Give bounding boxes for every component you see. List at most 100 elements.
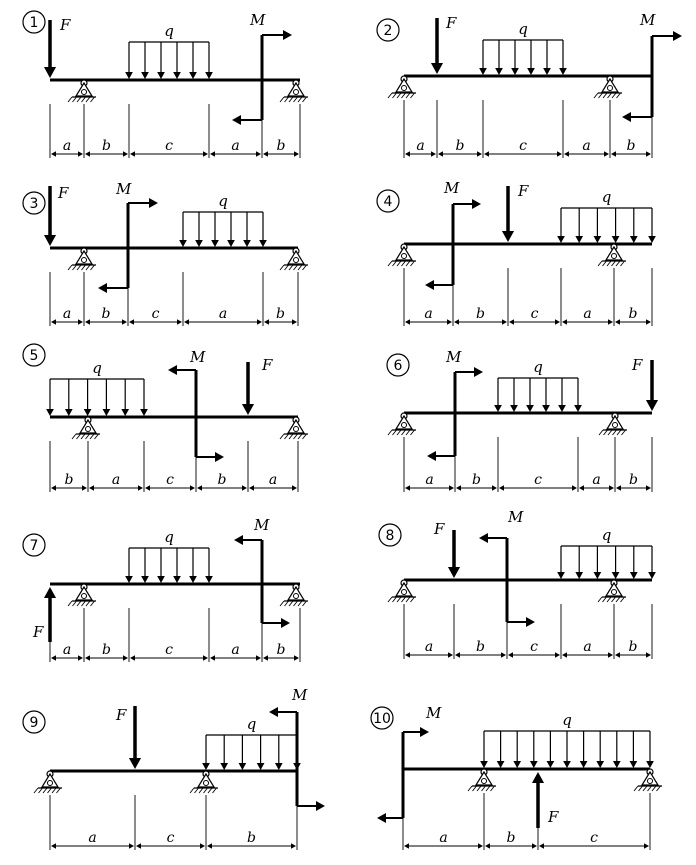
dimension-arrow (539, 843, 544, 849)
load-arrow-head (596, 761, 605, 768)
force-label: F (631, 356, 643, 374)
pin-support (598, 412, 627, 436)
dimension-arrow (644, 843, 649, 849)
dimension-arrow (130, 151, 135, 157)
load-arrow-head (189, 72, 197, 79)
dimension-arrow (263, 655, 268, 661)
pin-support (189, 770, 218, 794)
pin-support (67, 79, 96, 103)
distributed-load: q (494, 358, 582, 412)
load-arrow-head (559, 68, 567, 75)
force-arrow-head (128, 758, 142, 769)
support-pin (647, 778, 653, 784)
dimension-arrow (562, 652, 567, 658)
scheme-number-circle (370, 706, 394, 730)
support-pin (293, 89, 299, 95)
support-pin (47, 780, 53, 786)
dimension-arrow (51, 151, 56, 157)
support-hatch (85, 96, 91, 103)
load-arrow-head (121, 409, 130, 416)
support-hatch (90, 600, 95, 607)
dimension-arrow (85, 319, 90, 325)
dimension-label: b (629, 306, 638, 322)
load-arrow-head (173, 72, 181, 79)
support-hatch (633, 785, 639, 792)
dimension-label: c (530, 639, 538, 655)
moment-bottom-head (232, 115, 241, 125)
dimension-arrow (203, 655, 208, 661)
scheme-number: 5 (30, 348, 39, 364)
support-hatch (67, 96, 73, 103)
dimension-arrow (477, 151, 482, 157)
dimension-label: c (165, 642, 173, 658)
pin-support (279, 247, 308, 271)
support-hatch (387, 429, 393, 436)
support-hatch (405, 92, 411, 99)
support-pin (481, 778, 487, 784)
load-arrow-head (479, 68, 487, 75)
dimension-arrow (404, 843, 409, 849)
support-hatch (598, 92, 603, 99)
load-arrow-head (256, 763, 265, 770)
support-hatch (76, 600, 82, 607)
support-hatch (611, 92, 617, 99)
support-hatch (293, 264, 298, 271)
load-arrow-head (593, 572, 602, 579)
support-hatch (94, 433, 99, 440)
support-hatch (410, 429, 415, 436)
dimension-arrow (82, 485, 87, 491)
dimension-label: a (425, 639, 433, 655)
dimension-arrow (177, 319, 182, 325)
support-hatch (288, 96, 294, 103)
force-arrow-head (645, 400, 659, 411)
support-hatch (485, 785, 491, 792)
moment-label: M (249, 11, 266, 29)
load-arrow-head (612, 761, 621, 768)
load-arrow-head (629, 236, 638, 243)
support-hatch (387, 260, 393, 267)
dimension-arrow (292, 319, 297, 325)
dimension-arrow (123, 655, 128, 661)
pin-support (597, 243, 626, 267)
force-arrow-head (447, 567, 461, 578)
dimension-arrow (478, 843, 483, 849)
dimension-arrow (145, 485, 150, 491)
dimension-arrow (405, 319, 410, 325)
moment-couple: M (234, 516, 290, 628)
dimension-arrow (564, 151, 569, 157)
dimension-arrow (291, 843, 296, 849)
dimension-label: a (219, 306, 227, 322)
dimension-arrow (89, 485, 94, 491)
force-label: F (517, 182, 529, 200)
load-arrow-head (646, 761, 654, 768)
dimension-arrow (611, 151, 616, 157)
support-hatch (392, 429, 397, 436)
support-hatch (607, 92, 612, 99)
moment-label: M (189, 348, 206, 366)
moment-bottom-head (215, 452, 224, 462)
pin-support (71, 416, 100, 440)
load-arrow-head (527, 68, 535, 75)
dimension-label: c (534, 472, 542, 488)
support-hatch (72, 600, 77, 607)
support-hatch (293, 600, 298, 607)
dimension-arrow (292, 485, 297, 491)
dimension-arrow (532, 843, 537, 849)
load-arrow-head (102, 409, 111, 416)
support-hatch (302, 264, 307, 271)
load-arrow-head (648, 572, 656, 579)
load-arrow-head (494, 405, 502, 412)
dimension-arrow (492, 485, 497, 491)
load-arrow-head (64, 409, 73, 416)
dimension-label: b (476, 306, 485, 322)
dimension-arrow (85, 151, 90, 157)
dimension-arrow (405, 151, 410, 157)
force-arrow-head (430, 63, 444, 74)
dimension-label: c (166, 472, 174, 488)
dimension-arrow (184, 319, 189, 325)
load-arrow-head (179, 240, 187, 247)
